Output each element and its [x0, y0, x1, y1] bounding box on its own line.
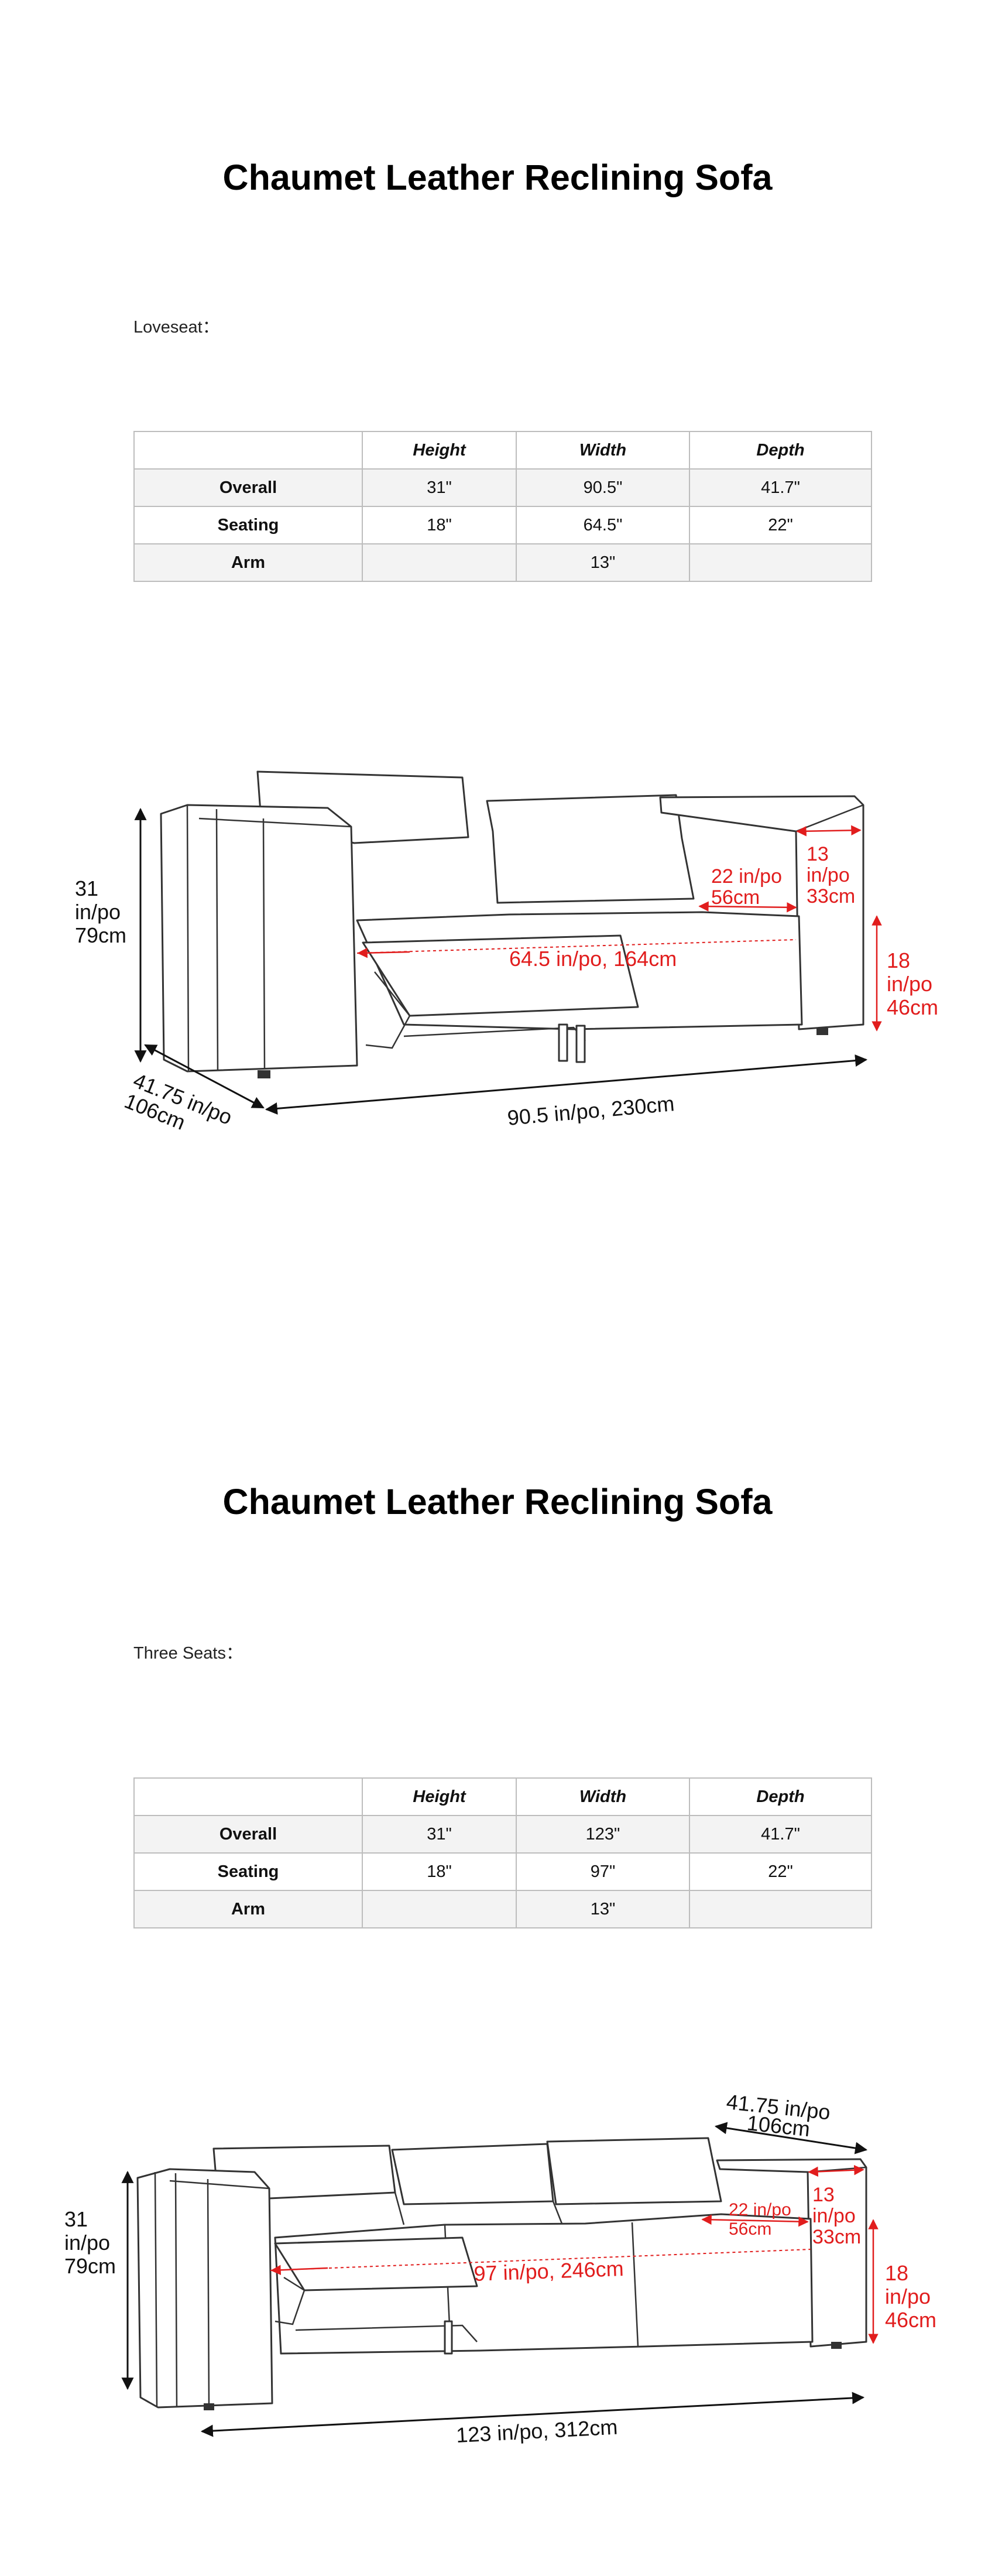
cell-width: 90.5": [516, 468, 690, 507]
row-label: Arm: [133, 543, 363, 582]
arm-label-line2: in/po: [807, 864, 850, 886]
arm-label-line2: in/po: [812, 2205, 856, 2227]
row-label: Overall: [133, 468, 363, 507]
table-row-seating: Seating 18" 97" 22": [133, 1852, 872, 1891]
table-header-depth: Depth: [689, 431, 872, 470]
seat-width-label: 64.5 in/po, 164cm: [509, 947, 677, 971]
table-header-height: Height: [362, 431, 517, 470]
row-label: Seating: [133, 506, 363, 544]
table-header-cell: [133, 1777, 363, 1816]
seat-depth-label-line2: 56cm: [711, 886, 760, 909]
loveseat-dimension-diagram: 31 in/po 79cm 41.75 in/po 106cm 90.5 in/…: [75, 770, 938, 1135]
three-seat-dimension-diagram: 31 in/po 79cm 41.75 in/po 106cm 123 in/p…: [64, 2089, 936, 2447]
cell-depth: [689, 1890, 872, 1928]
seat-height-label-line1: 18: [885, 2261, 908, 2285]
height-label-line3: 79cm: [75, 923, 126, 947]
table-header-width: Width: [516, 431, 690, 470]
arm-label-line3: 33cm: [812, 2226, 861, 2248]
cell-height: 31": [362, 468, 517, 507]
three-seat-dimension-lines: [121, 2122, 879, 2437]
cell-width: 97": [516, 1852, 690, 1891]
cell-height: [362, 543, 517, 582]
seat-height-label-line3: 46cm: [887, 995, 938, 1019]
row-label: Arm: [133, 1890, 363, 1928]
arm-label-line1: 13: [812, 2184, 835, 2206]
section-1-variant-label: Loveseat：: [133, 318, 219, 337]
seat-height-label-line1: 18: [887, 948, 910, 972]
cell-height: 18": [362, 1852, 517, 1891]
height-label-line2: in/po: [75, 900, 121, 924]
table-row-seating: Seating 18" 64.5" 22": [133, 506, 872, 544]
section-2-spec-table: Height Width Depth Overall 31" 123" 41.7…: [133, 1777, 872, 1928]
height-label-line1: 31: [75, 876, 98, 900]
table-header-cell: [133, 431, 363, 470]
table-header-row: Height Width Depth: [133, 431, 872, 470]
loveseat-dimension-labels: 31 in/po 79cm 41.75 in/po 106cm 90.5 in/…: [75, 843, 938, 1135]
table-header-row: Height Width Depth: [133, 1777, 872, 1816]
row-label: Overall: [133, 1815, 363, 1854]
arm-label-line1: 13: [807, 843, 829, 865]
cell-width: 13": [516, 543, 690, 582]
cell-depth: 41.7": [689, 1815, 872, 1854]
three-seat-drawing: [136, 2137, 867, 2410]
cell-height: 18": [362, 506, 517, 544]
seat-height-label-line3: 46cm: [885, 2308, 936, 2332]
table-header-width: Width: [516, 1777, 690, 1816]
height-label-line1: 31: [64, 2207, 88, 2231]
row-label: Seating: [133, 1852, 363, 1891]
cell-depth: [689, 543, 872, 582]
table-header-depth: Depth: [689, 1777, 872, 1816]
table-row-overall: Overall 31" 123" 41.7": [133, 1815, 872, 1854]
cell-width: 64.5": [516, 506, 690, 544]
seat-height-label-line2: in/po: [885, 2284, 931, 2308]
loveseat-drawing: [160, 770, 864, 1078]
cell-depth: 41.7": [689, 468, 872, 507]
cell-height: 31": [362, 1815, 517, 1854]
table-row-arm: Arm 13": [133, 543, 872, 582]
section-2-title: Chaumet Leather Reclining Sofa: [222, 1482, 773, 1522]
width-label: 90.5 in/po, 230cm: [506, 1091, 675, 1130]
seat-depth-label-line1: 22 in/po: [729, 2200, 791, 2219]
section-1-spec-table: Height Width Depth Overall 31" 90.5" 41.…: [133, 431, 872, 582]
width-label: 123 in/po, 312cm: [455, 2415, 618, 2447]
height-label-line3: 79cm: [64, 2254, 116, 2278]
cell-depth: 22": [689, 506, 872, 544]
seat-height-label-line2: in/po: [887, 972, 932, 996]
table-row-arm: Arm 13": [133, 1890, 872, 1928]
cell-width: 13": [516, 1890, 690, 1928]
cell-height: [362, 1890, 517, 1928]
seat-depth-label-line1: 22 in/po: [711, 865, 782, 888]
arm-label-line3: 33cm: [807, 885, 855, 907]
cell-width: 123": [516, 1815, 690, 1854]
seat-depth-label-line2: 56cm: [729, 2219, 771, 2239]
section-2-variant-label: Three Seats：: [133, 1644, 243, 1663]
height-label-line2: in/po: [64, 2231, 110, 2255]
table-header-height: Height: [362, 1777, 517, 1816]
seat-width-label: 97 in/po, 246cm: [474, 2256, 624, 2286]
loveseat-dimension-lines: [134, 807, 882, 1115]
cell-depth: 22": [689, 1852, 872, 1891]
section-1-title: Chaumet Leather Reclining Sofa: [222, 157, 773, 197]
table-row-overall: Overall 31" 90.5" 41.7": [133, 468, 872, 507]
